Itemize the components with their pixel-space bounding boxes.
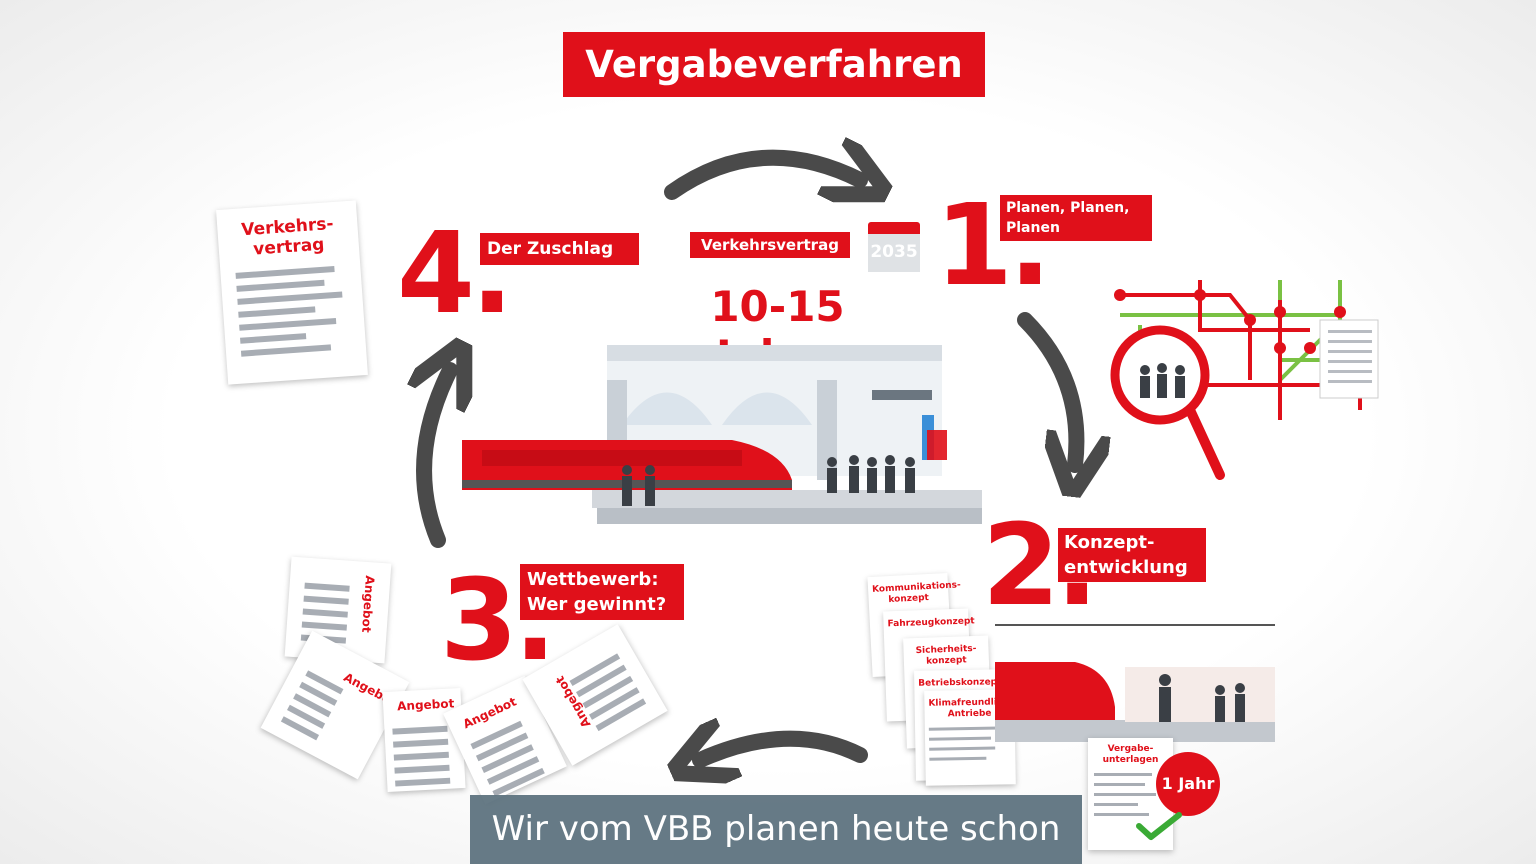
arrow-top: [664, 158, 860, 192]
network-map-illustration: [1110, 280, 1379, 480]
station-illustration: [462, 345, 982, 524]
contract-label: Verkehrsvertrag: [690, 232, 850, 258]
subtitle-bar: Wir vom VBB planen heute schon: [470, 795, 1082, 864]
arrow-bottom: [700, 739, 868, 760]
contract-document-title: Verkehrs- vertrag: [240, 213, 335, 260]
offer-document: Angebot: [382, 688, 466, 792]
calendar-icon: 2035: [868, 222, 920, 272]
step-2-label: Konzept- entwicklung: [1058, 528, 1206, 582]
arrow-right: [1017, 312, 1076, 465]
contract-document: Verkehrs- vertrag: [216, 200, 368, 385]
tender-documents-title: Vergabe- unterlagen: [1102, 744, 1159, 765]
calendar-year: 2035: [870, 242, 918, 262]
step-3-label: Wettbewerb: Wer gewinnt?: [520, 564, 684, 620]
checkmark-icon: [1136, 812, 1182, 840]
subtitle-text: Wir vom VBB planen heute schon: [491, 809, 1061, 849]
train-illustration: [995, 624, 1275, 742]
arrow-left: [424, 370, 450, 548]
step-1-label: Planen, Planen, Planen: [1000, 195, 1152, 241]
duration-badge: 1 Jahr: [1156, 752, 1220, 816]
page-title: Vergabeverfahren: [563, 32, 985, 97]
step-4-label: Der Zuschlag: [480, 233, 639, 265]
